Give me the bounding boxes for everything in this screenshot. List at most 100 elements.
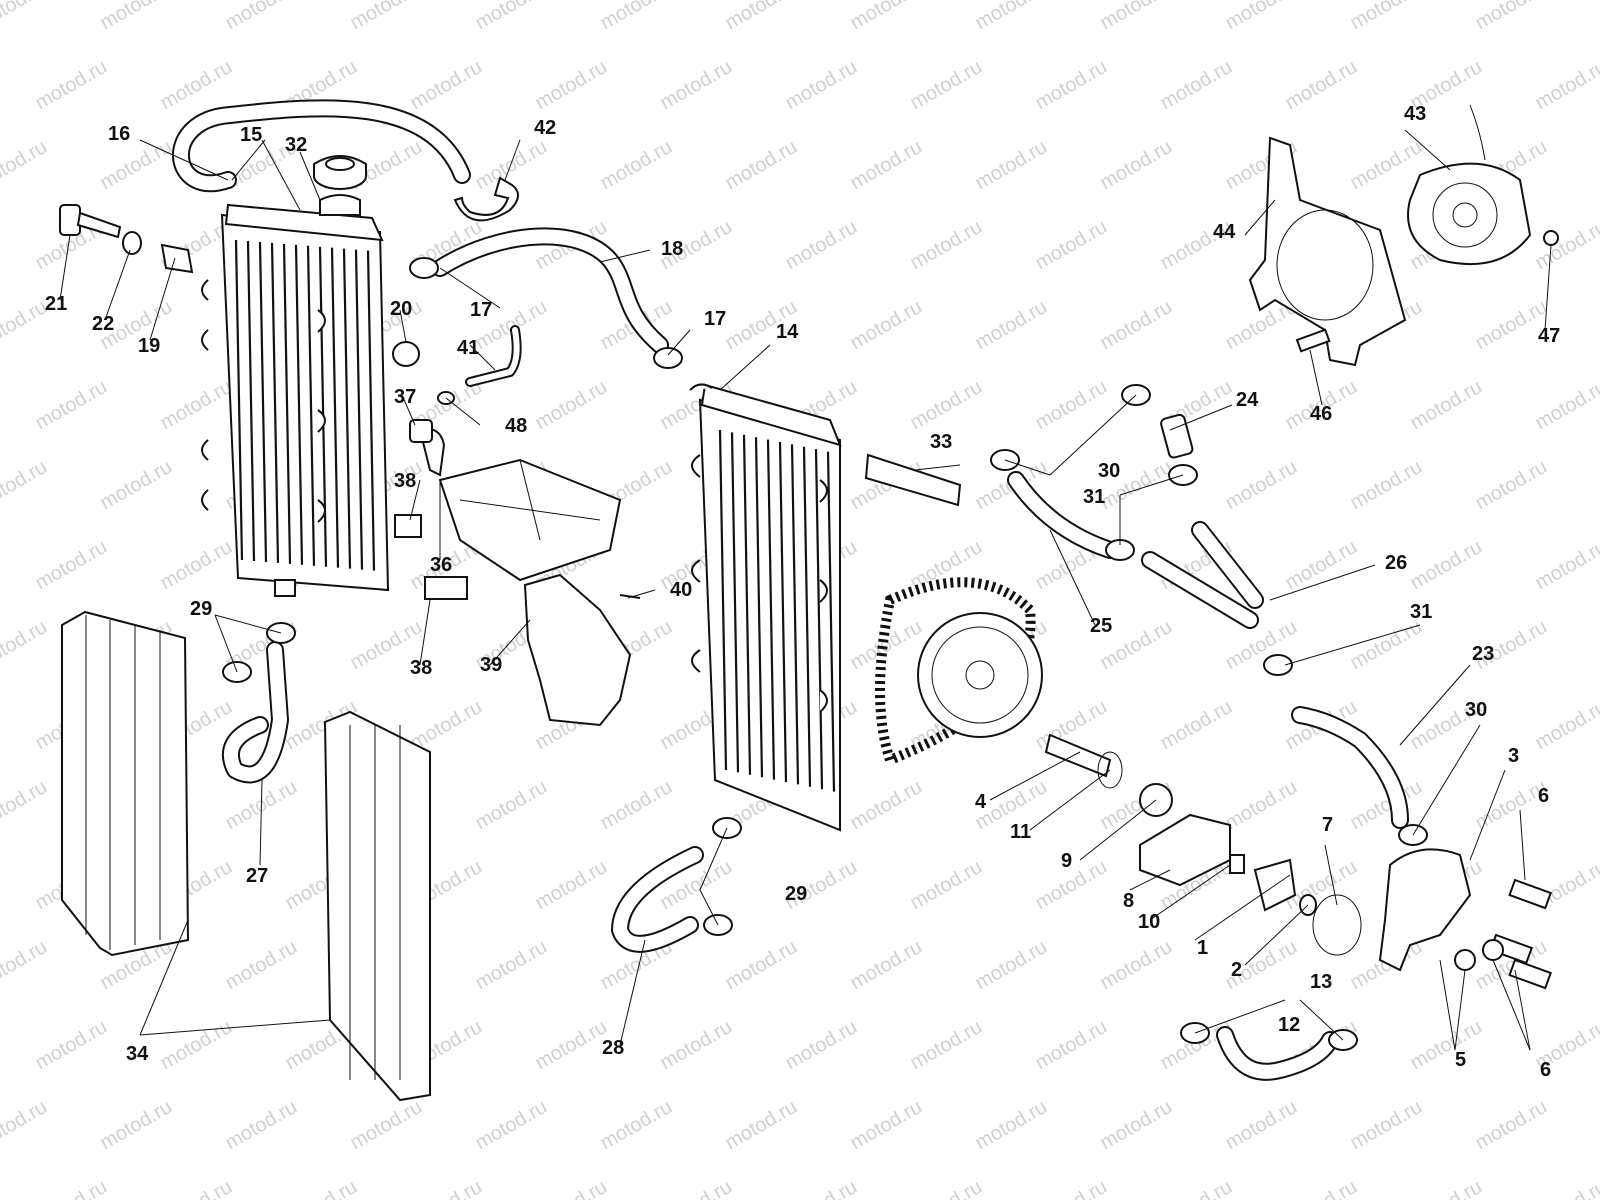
callout-21: 21 <box>45 293 67 315</box>
watermark-text: motod.ru <box>1157 1176 1236 1200</box>
leader-line <box>1149 864 1231 921</box>
callout-23: 23 <box>1472 643 1494 665</box>
leader-line <box>401 394 416 426</box>
leader-line <box>445 397 481 426</box>
watermark-text: motod.ru <box>1472 1096 1551 1155</box>
watermark-text: motod.ru <box>1347 456 1426 515</box>
hose-clamp-17a <box>409 257 439 279</box>
watermark-text: motod.ru <box>472 776 551 835</box>
watermark-text: motod.ru <box>532 856 611 915</box>
callout-17a: 17 <box>470 299 492 321</box>
watermark-text: motod.ru <box>1347 136 1426 195</box>
leader-line <box>1029 769 1111 831</box>
leader-line <box>914 464 961 471</box>
watermark-text: motod.ru <box>0 936 51 995</box>
watermark-text: motod.ru <box>1222 0 1301 34</box>
watermark-text: motod.ru <box>1032 56 1111 115</box>
watermark-text: motod.ru <box>472 936 551 995</box>
leader-line <box>1049 394 1137 476</box>
watermark-text: motod.ru <box>782 56 861 115</box>
watermark-text: motod.ru <box>0 136 51 195</box>
watermark-text: motod.ru <box>782 1176 861 1200</box>
callout-25: 25 <box>1090 615 1112 637</box>
hose-clamps <box>222 384 1428 1051</box>
watermark-text: motod.ru <box>1347 1096 1426 1155</box>
watermark-text: motod.ru <box>32 56 111 115</box>
leader-line <box>619 939 646 1046</box>
watermark-text: motod.ru <box>1097 0 1176 34</box>
watermark-text: motod.ru <box>1282 1176 1361 1200</box>
callout-31a: 31 <box>1083 486 1105 508</box>
watermark-text: motod.ru <box>407 56 486 115</box>
callout-42: 42 <box>534 117 556 139</box>
callout-13: 13 <box>1310 971 1332 993</box>
leader-line <box>719 344 771 391</box>
watermark-text: motod.ru <box>1032 1176 1111 1200</box>
watermark-text: motod.ru <box>1347 616 1426 675</box>
leader-line <box>627 589 656 599</box>
watermark-text: motod.ru <box>32 1176 111 1200</box>
leader-line <box>1269 564 1376 601</box>
callout-4: 4 <box>975 791 987 813</box>
leader-line <box>399 309 407 343</box>
leader-line <box>139 1019 331 1036</box>
watermark-text: motod.ru <box>1407 1176 1486 1200</box>
watermark-text: motod.ru <box>657 1016 736 1075</box>
watermark-text: motod.ru <box>32 536 111 595</box>
watermark-text: motod.ru <box>847 616 926 675</box>
watermark-text: motod.ru <box>157 1016 236 1075</box>
watermark-text: motod.ru <box>0 296 51 355</box>
watermark-text: motod.ru <box>907 376 986 435</box>
watermark-text: motod.ru <box>847 0 926 34</box>
callout-2: 2 <box>1231 959 1242 981</box>
watermark-text: motod.ru <box>1032 216 1111 275</box>
leader-line <box>599 249 651 263</box>
leader-line <box>1544 244 1552 331</box>
callout-26: 26 <box>1385 552 1407 574</box>
watermark-text: motod.ru <box>0 616 51 675</box>
callout-24: 24 <box>1236 389 1259 411</box>
hoses-right <box>222 413 1409 1081</box>
watermark-text: motod.ru <box>722 0 801 34</box>
radiator-fin <box>330 247 340 568</box>
callout-14: 14 <box>776 321 799 343</box>
watermark-text: motod.ru <box>532 1016 611 1075</box>
watermark-text: motod.ru <box>407 1176 486 1200</box>
watermark-text: motod.ru <box>1532 1176 1600 1200</box>
radiator-fin <box>366 250 376 571</box>
leader-line <box>59 234 71 301</box>
watermark-text: motod.ru <box>0 456 51 515</box>
watermark-text: motod.ru <box>1097 936 1176 995</box>
callout-labels: 1 2 3 4 5 6 6 7 8 9 10 11 12 13 14 15 16… <box>45 103 1560 1081</box>
callout-48: 48 <box>505 415 527 437</box>
watermark-text: motod.ru <box>1532 216 1600 275</box>
watermark-text: motod.ru <box>972 136 1051 195</box>
watermark-text: motod.ru <box>597 776 676 835</box>
watermark-text: motod.ru <box>1407 1016 1486 1075</box>
callout-8: 8 <box>1123 890 1134 912</box>
radiator-fin <box>306 245 316 566</box>
callout-37: 37 <box>394 386 416 408</box>
callout-9: 9 <box>1061 850 1072 872</box>
cooling-fan <box>1407 104 1532 266</box>
leader-line <box>419 599 431 666</box>
leader-line <box>1169 404 1233 431</box>
leader-line <box>299 151 321 201</box>
callout-29b: 29 <box>785 883 807 905</box>
watermark-text: motod.ru <box>1032 1016 1111 1075</box>
leader-line <box>409 479 421 521</box>
watermark-text: motod.ru <box>1222 456 1301 515</box>
fan-shroud <box>1248 136 1559 367</box>
leader-line <box>231 139 266 181</box>
radiator-fin <box>354 249 364 570</box>
hose-clamp-17b <box>653 347 683 369</box>
right-radiator <box>689 383 842 832</box>
leader-line <box>104 249 131 321</box>
watermark-text: motod.ru <box>1532 696 1600 755</box>
callout-47: 47 <box>1538 325 1560 347</box>
callout-38a: 38 <box>394 470 416 492</box>
leader-line <box>1404 129 1451 171</box>
leader-line <box>1049 529 1096 626</box>
callout-33: 33 <box>930 431 952 453</box>
leader-line <box>1284 624 1421 666</box>
